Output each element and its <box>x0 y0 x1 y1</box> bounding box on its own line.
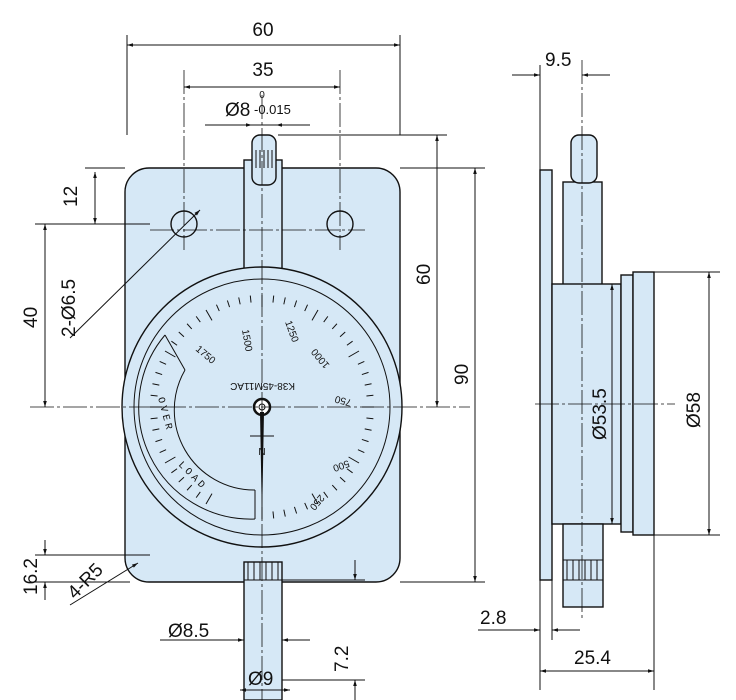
dial-tick <box>152 383 160 386</box>
dial-tick <box>171 340 178 346</box>
dim-depth: 25.4 <box>574 648 611 669</box>
dim-width: 60 <box>252 20 273 41</box>
bottom-stem <box>243 561 283 700</box>
side-top-stem <box>562 181 603 293</box>
dial-tick <box>348 350 360 358</box>
dial-tick <box>293 300 298 308</box>
dial-tick <box>186 484 193 491</box>
side-plate <box>539 169 553 581</box>
dial-tick <box>195 491 201 498</box>
dial-tick <box>238 297 241 305</box>
dim-height: 90 <box>452 364 473 385</box>
dim-hole-spacing: 35 <box>252 60 273 81</box>
dial-tick <box>152 428 160 431</box>
dial-tick <box>226 300 231 308</box>
dim-bottom-stem: 7.2 <box>332 646 353 672</box>
dial-tick <box>205 493 213 505</box>
dial-tick <box>164 350 176 358</box>
dial-tick <box>155 371 163 376</box>
dial-tick <box>331 323 338 330</box>
dial-tick <box>361 438 369 443</box>
front-dimensions: 60 35 0 Ø8 -0.015 12 2-Ø6.5 40 60 90 16.… <box>21 20 485 700</box>
side-bezel-inner <box>620 274 634 533</box>
dial-tick <box>311 309 319 321</box>
dial-tick <box>159 360 167 365</box>
dim-stem-dia: Ø8 <box>225 100 250 121</box>
dial-tick <box>205 309 213 321</box>
scale-label-750: 750 <box>333 393 352 408</box>
dial-tick <box>304 502 309 510</box>
dial-tick <box>348 456 360 464</box>
dial-tick <box>195 316 201 323</box>
side-dimensions: 9.5 Ø53.5 Ø58 2.8 25.4 <box>478 50 720 690</box>
dial-tick <box>339 476 346 483</box>
dial-tick <box>164 456 176 464</box>
dial-tick <box>364 383 372 386</box>
dial-tick <box>215 304 220 312</box>
side-bezel-outer <box>632 271 655 536</box>
dial-tick <box>346 468 353 474</box>
model-number: K38-45M11AC <box>230 380 295 391</box>
dial-tick <box>272 511 275 519</box>
dial-tick <box>159 449 167 454</box>
dim-holes: 2-Ø6.5 <box>59 279 80 337</box>
side-contact-tip <box>570 134 598 184</box>
dim-top: 12 <box>61 186 82 207</box>
dial-tick <box>323 316 329 323</box>
dial-tick <box>283 297 286 305</box>
dim-bezel-dia: Ø58 <box>684 392 705 428</box>
dial-tick <box>150 417 158 420</box>
dial-tick <box>283 509 286 517</box>
dial-tick <box>366 417 374 420</box>
dial-tick <box>357 360 365 365</box>
dial-tick <box>339 331 346 338</box>
dim-bottom: 16.2 <box>21 558 42 595</box>
dim-body-dia: Ø53.5 <box>590 388 611 440</box>
dial-tick <box>249 295 252 303</box>
dim-knurl-dia: Ø9 <box>248 669 273 690</box>
dial-tick <box>346 340 353 346</box>
dial-tick <box>361 371 369 376</box>
dial-tick <box>323 491 329 498</box>
dial-tick <box>178 331 185 338</box>
dim-tol-upper: 0 <box>259 90 265 101</box>
side-view <box>535 60 675 620</box>
dim-stem-bottom-dia: Ø8.5 <box>168 621 209 642</box>
dial-tick <box>293 506 298 514</box>
dial-tick <box>171 468 178 474</box>
dial-tick <box>304 304 309 312</box>
dial-tick <box>272 295 275 303</box>
dial-tick <box>331 484 338 491</box>
dial-tick <box>186 323 193 330</box>
dim-tip-center: 60 <box>414 264 435 285</box>
dial-tick <box>178 476 185 483</box>
dim-offset: 9.5 <box>545 50 571 71</box>
scale-label-1500: 1500 <box>239 329 254 353</box>
dim-hole-center: 40 <box>21 307 42 328</box>
dial-tick <box>364 428 372 431</box>
dial-tick <box>155 438 163 443</box>
dim-tol-lower: -0.015 <box>254 102 291 117</box>
dial-tick <box>357 449 365 454</box>
dial-tick <box>150 394 158 397</box>
dial-tick <box>366 394 374 397</box>
front-view: N 1500 1250 1000 750 500 250 1750 K38-45… <box>30 70 470 700</box>
dim-plate: 2.8 <box>480 608 506 629</box>
dial-tick <box>311 493 319 505</box>
